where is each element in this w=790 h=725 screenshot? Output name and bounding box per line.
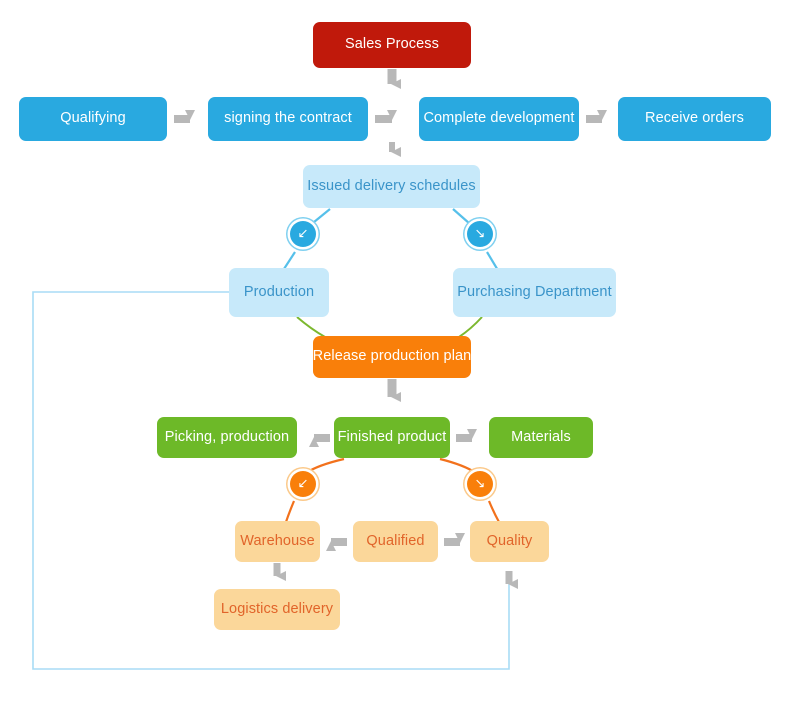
node-sales-process[interactable]: Sales Process (313, 22, 471, 68)
node-purchasing-department[interactable]: Purchasing Department (453, 268, 616, 317)
node-qualified[interactable]: Qualified (353, 521, 438, 562)
arrow-down-left-glyph: ↙ (297, 226, 309, 241)
node-quality[interactable]: Quality (470, 521, 549, 562)
branch-marker-down-right-orange-icon[interactable]: ↘ (467, 471, 493, 497)
arrow-down-right-glyph: ↘ (474, 476, 486, 491)
arrow-down-right-glyph: ↘ (474, 226, 486, 241)
node-qualifying[interactable]: Qualifying (19, 97, 167, 141)
node-materials[interactable]: Materials (489, 417, 593, 458)
node-complete-development[interactable]: Complete development (419, 97, 579, 141)
node-logistics-delivery[interactable]: Logistics delivery (214, 589, 340, 630)
node-issued-delivery-schedules[interactable]: Issued delivery schedules (303, 165, 480, 208)
node-signing-the-contract[interactable]: signing the contract (208, 97, 368, 141)
branch-marker-down-right-icon[interactable]: ↘ (467, 221, 493, 247)
node-warehouse[interactable]: Warehouse (235, 521, 320, 562)
node-receive-orders[interactable]: Receive orders (618, 97, 771, 141)
node-production[interactable]: Production (229, 268, 329, 317)
edge-purchasing-to-release (458, 316, 483, 338)
node-finished-product[interactable]: Finished product (334, 417, 450, 458)
edge-production-to-release (296, 316, 326, 338)
arrow-down-left-glyph: ↙ (297, 476, 309, 491)
branch-marker-down-left-orange-icon[interactable]: ↙ (290, 471, 316, 497)
node-release-production-plan[interactable]: Release production plan (313, 336, 471, 378)
branch-marker-down-left-icon[interactable]: ↙ (290, 221, 316, 247)
node-picking-production[interactable]: Picking, production (157, 417, 297, 458)
